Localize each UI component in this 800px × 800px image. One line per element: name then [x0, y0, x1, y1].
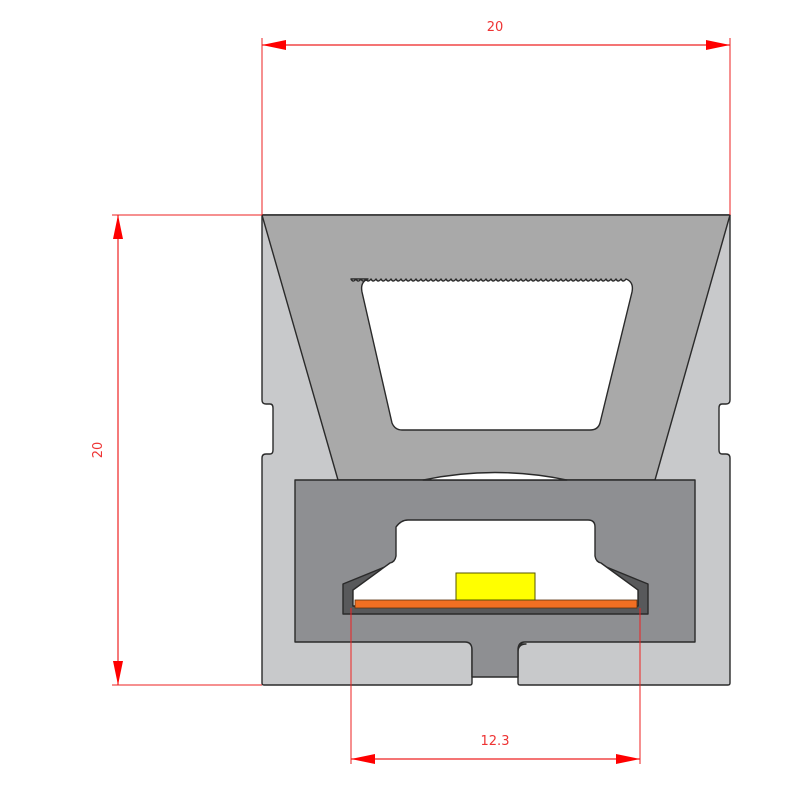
hollow-cavity — [352, 519, 639, 607]
left-arrow-bottom — [113, 661, 123, 685]
left-arrow-top — [113, 215, 123, 239]
hollow-window — [350, 278, 634, 431]
left-dimension-label: 20 — [91, 442, 106, 459]
top-dimension-label: 20 — [487, 20, 504, 35]
bottom-dimension-label: 12.3 — [481, 734, 510, 749]
pcb-strip — [354, 599, 638, 609]
bottom-arrow-right — [616, 754, 640, 764]
top-arrow-right — [706, 40, 730, 50]
led-chip — [455, 572, 536, 601]
top-arrow-left — [262, 40, 286, 50]
bottom-arrow-left — [351, 754, 375, 764]
lens-dome — [422, 471, 568, 481]
